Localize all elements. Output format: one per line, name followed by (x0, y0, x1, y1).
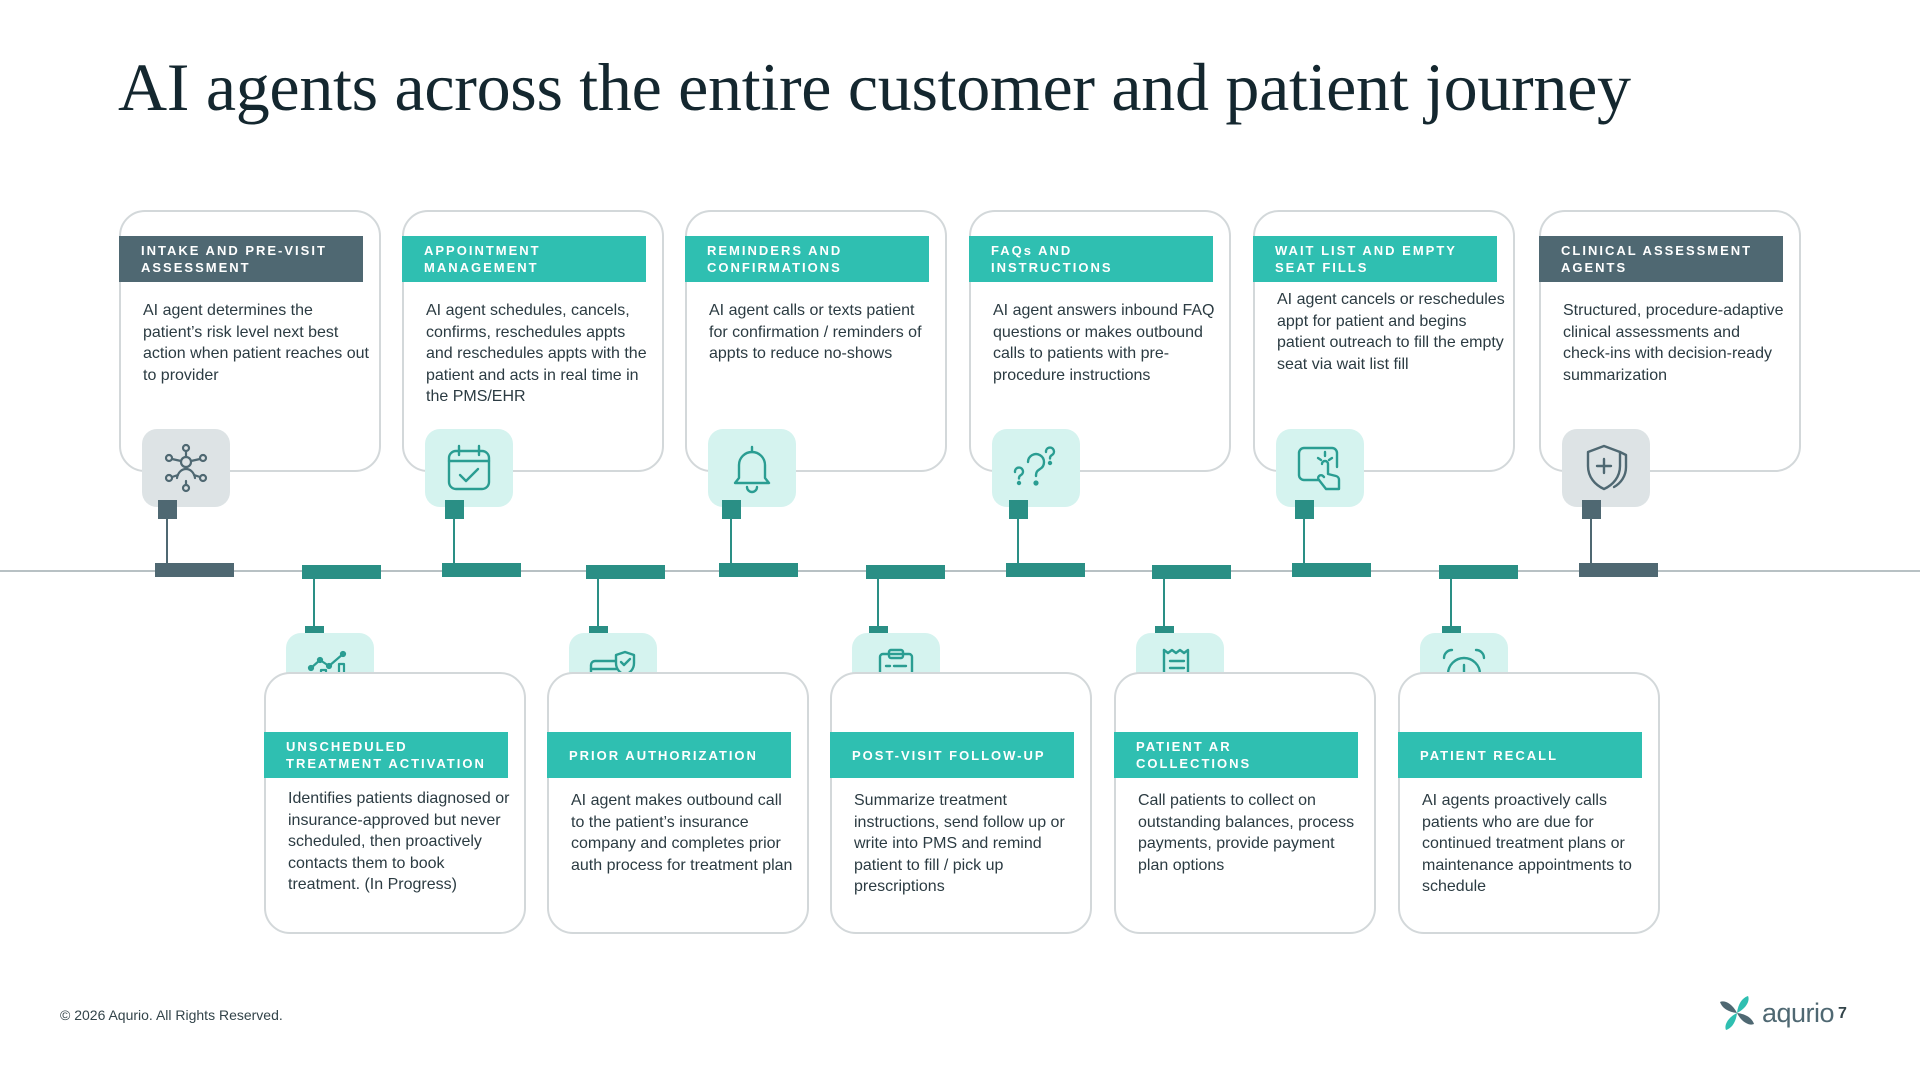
stage-description: AI agent calls or texts patient for conf… (709, 302, 922, 363)
people-network-icon (142, 429, 230, 507)
stage-header: WAIT LIST AND EMPTY SEAT FILLS (1253, 236, 1497, 282)
connector-line (1303, 519, 1305, 563)
stage-description: AI agent makes outbound call to the pati… (571, 792, 793, 874)
connector-line (1017, 519, 1019, 563)
stage-header: UNSCHEDULED TREATMENT ACTIVATION (264, 732, 508, 778)
stage-header: INTAKE AND PRE-VISIT ASSESSMENT (119, 236, 363, 282)
medical-shield-icon (1562, 429, 1650, 507)
timeline-marker (1579, 563, 1658, 577)
connector-line (453, 519, 455, 563)
stage-card-patient-recall: PATIENT RECALL AI agents proactively cal… (1398, 672, 1660, 934)
stage-header: PATIENT RECALL (1398, 732, 1642, 778)
connector-node (722, 500, 741, 519)
brand-logo: aqurio (1718, 994, 1835, 1032)
connector-line (313, 579, 315, 626)
connector-node (445, 500, 464, 519)
stage-description: Structured, procedure-adaptive clinical … (1563, 302, 1784, 384)
calendar-check-icon (425, 429, 513, 507)
timeline-marker (1006, 563, 1085, 577)
connector-line (1590, 519, 1592, 563)
stage-card-prior-auth: PRIOR AUTHORIZATION AI agent makes outbo… (547, 672, 809, 934)
connector-line (730, 519, 732, 563)
connector-node (1009, 500, 1028, 519)
stage-header: REMINDERS AND CONFIRMATIONS (685, 236, 929, 282)
question-marks-icon (992, 429, 1080, 507)
stage-header: PATIENT AR COLLECTIONS (1114, 732, 1358, 778)
timeline-marker (719, 563, 798, 577)
connector-line (166, 519, 168, 563)
timeline-marker (302, 565, 381, 579)
connector-node (158, 500, 177, 519)
stage-card-post-visit: POST-VISIT FOLLOW-UP Summarize treatment… (830, 672, 1092, 934)
bell-icon (708, 429, 796, 507)
aqurio-logo-icon (1720, 996, 1754, 1030)
connector-line (877, 579, 879, 626)
stage-header: FAQs AND INSTRUCTIONS (969, 236, 1213, 282)
connector-line (597, 579, 599, 626)
timeline-marker (442, 563, 521, 577)
stage-description: AI agent cancels or reschedules appt for… (1277, 291, 1505, 373)
stage-header: CLINICAL ASSESSMENT AGENTS (1539, 236, 1783, 282)
timeline-axis (0, 570, 1920, 572)
stage-card-intake: INTAKE AND PRE-VISIT ASSESSMENT AI agent… (119, 210, 381, 472)
stage-header: POST-VISIT FOLLOW-UP (830, 732, 1074, 778)
stage-card-reminders: REMINDERS AND CONFIRMATIONS AI agent cal… (685, 210, 947, 472)
stage-description: AI agent determines the patient’s risk l… (143, 302, 369, 384)
timeline-marker (1292, 563, 1371, 577)
logo-text: aqurio (1762, 997, 1835, 1028)
stage-header: APPOINTMENT MANAGEMENT (402, 236, 646, 282)
copyright-footer: © 2026 Aqurio. All Rights Reserved. (60, 1007, 283, 1023)
connector-line (1163, 579, 1165, 626)
timeline-marker (155, 563, 234, 577)
connector-node (1295, 500, 1314, 519)
stage-description: Call patients to collect on outstanding … (1138, 792, 1355, 874)
connector-node (1582, 500, 1601, 519)
stage-description: AI agent schedules, cancels, confirms, r… (426, 302, 647, 406)
stage-card-ar-collections: PATIENT AR COLLECTIONS Call patients to … (1114, 672, 1376, 934)
stage-card-appointment: APPOINTMENT MANAGEMENT AI agent schedule… (402, 210, 664, 472)
stage-card-faqs: FAQs AND INSTRUCTIONS AI agent answers i… (969, 210, 1231, 472)
page-title: AI agents across the entire customer and… (118, 49, 1631, 125)
stage-description: Identifies patients diagnosed or insuran… (288, 790, 510, 894)
stage-header: PRIOR AUTHORIZATION (547, 732, 791, 778)
stage-description: AI agents proactively calls patients who… (1422, 792, 1632, 896)
page-number: 7 (1838, 1005, 1847, 1022)
timeline-marker (866, 565, 945, 579)
timeline-marker (1152, 565, 1231, 579)
stage-description: AI agent answers inbound FAQ questions o… (993, 302, 1215, 384)
stage-card-unscheduled: UNSCHEDULED TREATMENT ACTIVATION Identif… (264, 672, 526, 934)
stage-card-clinical: CLINICAL ASSESSMENT AGENTS Structured, p… (1539, 210, 1801, 472)
connector-line (1450, 579, 1452, 626)
timeline-marker (1439, 565, 1518, 579)
stage-card-wait-list: WAIT LIST AND EMPTY SEAT FILLS AI agent … (1253, 210, 1515, 472)
timeline-marker (586, 565, 665, 579)
touch-screen-icon (1276, 429, 1364, 507)
stage-description: Summarize treatment instructions, send f… (854, 792, 1065, 896)
